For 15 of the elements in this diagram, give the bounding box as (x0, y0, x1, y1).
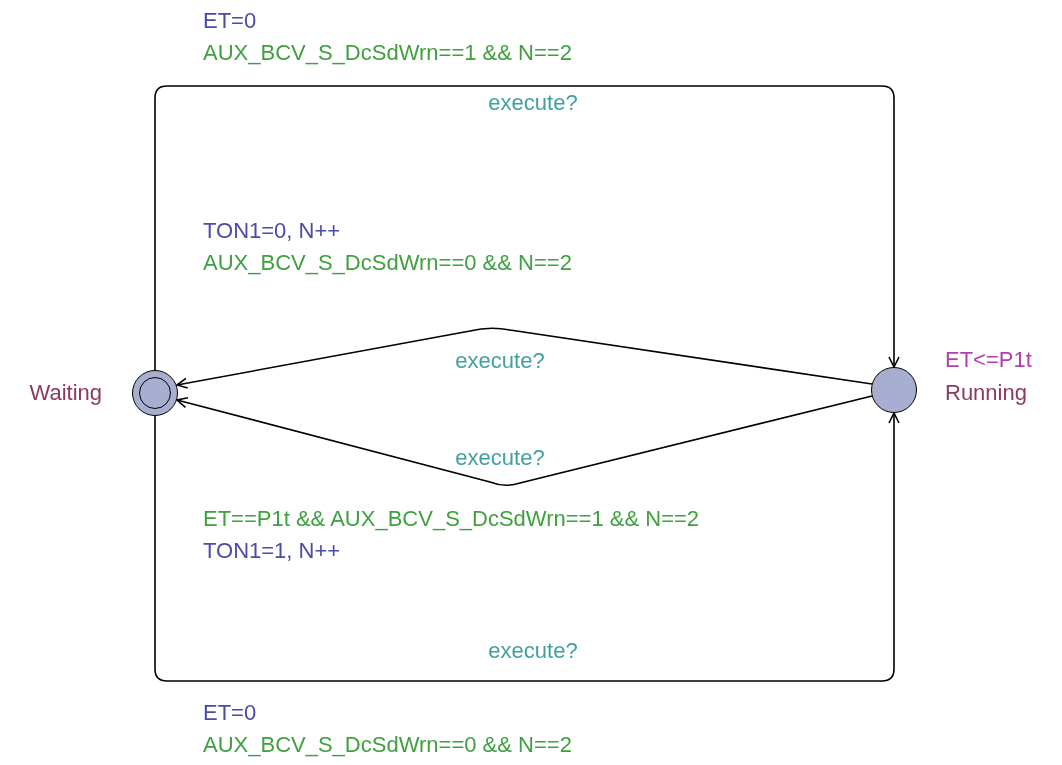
guard-label: AUX_BCV_S_DcSdWrn==1 && N==2 (203, 40, 572, 66)
transition-arrow (154, 85, 900, 371)
guard-label: AUX_BCV_S_DcSdWrn==0 && N==2 (203, 732, 572, 758)
location-name: Running (945, 380, 1027, 406)
invariant-label: ET<=P1t (945, 347, 1032, 373)
update-label: ET=0 (203, 700, 257, 726)
location-name: Waiting (28, 380, 102, 406)
guard-label: AUX_BCV_S_DcSdWrn==0 && N==2 (203, 250, 572, 276)
guard-label: ET==P1t && AUX_BCV_S_DcSdWrn==1 && N==2 (203, 506, 700, 532)
transition-arrow (176, 327, 873, 389)
transition-arrow (154, 412, 900, 682)
update-label: TON1=1, N++ (203, 538, 341, 564)
update-label: ET=0 (203, 8, 257, 34)
update-label: TON1=0, N++ (203, 218, 341, 244)
transition-arrow (176, 395, 873, 487)
